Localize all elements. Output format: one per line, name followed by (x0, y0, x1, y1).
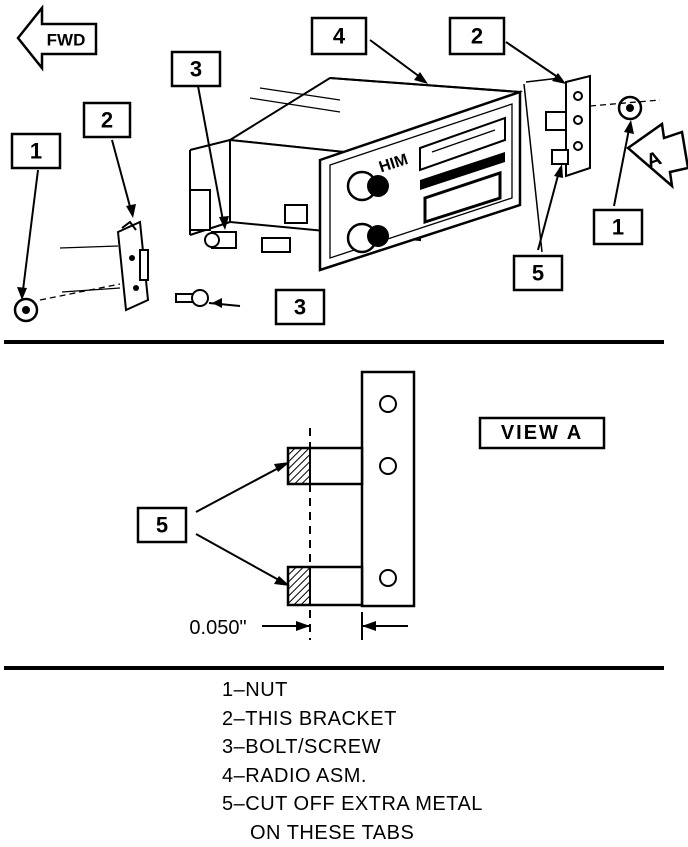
radio-assembly: HIM (190, 78, 520, 270)
dimension-label: 0.050" (189, 617, 246, 639)
legend: 1–NUT 2–THIS BRACKET 3–BOLT/SCREW 4–RADI… (222, 676, 642, 847)
svg-text:4: 4 (333, 24, 346, 49)
callout-3-top: 3 (172, 52, 220, 86)
svg-text:2: 2 (471, 24, 483, 49)
bolt-left-icon (205, 232, 236, 248)
callout-1-right: 1 (594, 210, 642, 244)
legend-item-cut-metal-cont: ON THESE TABS (222, 819, 642, 847)
legend-item-radio: 4–RADIO ASM. (222, 762, 642, 791)
fwd-label: FWD (47, 31, 86, 50)
svg-text:1: 1 (30, 139, 42, 164)
callout-4: 4 (312, 18, 366, 54)
nut-right-icon (619, 97, 641, 119)
upper-tab-cut-area (288, 448, 310, 484)
callout-1-left: 1 (12, 134, 60, 168)
svg-text:5: 5 (156, 513, 168, 538)
nut-left-icon (15, 299, 37, 321)
callout-3-bottom: 3 (276, 290, 324, 324)
svg-text:3: 3 (294, 295, 306, 320)
view-a-detail: 0.050" 5 VIEW A (138, 372, 604, 640)
legend-item-bolt: 3–BOLT/SCREW (222, 733, 642, 762)
legend-item-bracket: 2–THIS BRACKET (222, 705, 642, 734)
svg-text:5: 5 (532, 261, 544, 286)
view-a-arrow-icon: A (628, 124, 688, 186)
svg-text:1: 1 (612, 215, 624, 240)
callout-5-top: 5 (514, 256, 562, 290)
left-bracket (118, 222, 148, 310)
callout-2-right: 2 (450, 18, 504, 54)
right-bracket (546, 76, 590, 176)
svg-text:3: 3 (190, 57, 202, 82)
legend-item-nut: 1–NUT (222, 676, 642, 705)
callout-2-left: 2 (84, 103, 130, 137)
bolt-bottom-icon (176, 290, 240, 308)
legend-item-cut-metal: 5–CUT OFF EXTRA METAL (222, 790, 642, 819)
lower-tab-cut-area (288, 567, 310, 605)
view-a-label-box: VIEW A (480, 418, 604, 448)
callout-5-view: 5 (138, 508, 186, 542)
svg-text:2: 2 (101, 108, 113, 133)
fwd-arrow-icon: FWD (18, 8, 96, 68)
view-a-label: VIEW A (501, 422, 583, 444)
